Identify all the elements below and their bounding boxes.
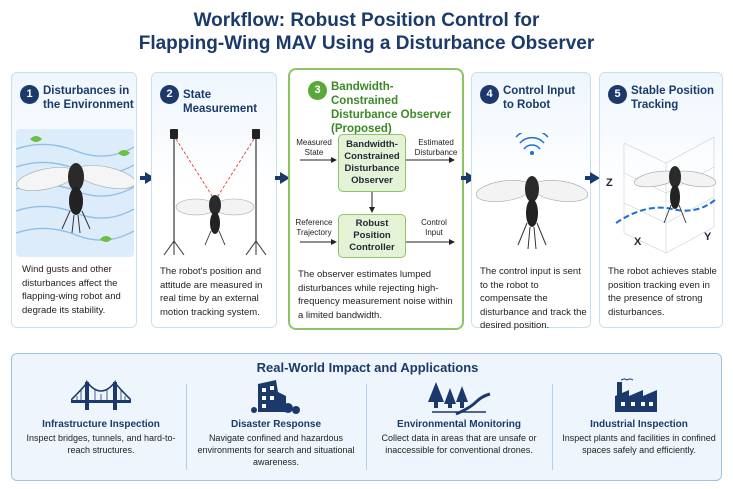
flow-arrow-2 xyxy=(275,172,290,184)
rubble-icon xyxy=(251,380,300,414)
forest-river-icon xyxy=(428,382,491,416)
step-5-panel: 5 Stable Position Tracking Z X Y The rob… xyxy=(599,72,723,328)
step-5-heading: Stable Position Tracking xyxy=(631,85,715,111)
step-2-description: The robot's position and attitude are me… xyxy=(160,266,263,318)
step-1-panel: 1 Disturbances in the Environment Wind g… xyxy=(11,72,137,328)
step-5-number: 5 xyxy=(608,85,627,104)
factory-icon xyxy=(615,378,657,412)
axis-label-y: Y xyxy=(704,231,712,243)
axis-label-z: Z xyxy=(606,177,613,189)
step-4-number: 4 xyxy=(480,85,499,104)
step-3-heading: Bandwidth-Constrained Disturbance Observ… xyxy=(331,81,452,135)
flow-arrow-4 xyxy=(585,172,600,184)
application-environmental-description: Collect data in areas that are unsafe or… xyxy=(381,433,537,455)
bridge-icon xyxy=(71,379,131,410)
application-industrial-heading: Industrial Inspection xyxy=(590,419,688,430)
flow-arrow-1 xyxy=(140,172,155,184)
application-disaster-description: Navigate confined and hazardous environm… xyxy=(197,433,355,467)
page-title-line-2: Flapping-Wing MAV Using a Disturbance Ob… xyxy=(138,33,595,54)
application-disaster-heading: Disaster Response xyxy=(230,419,322,430)
measured-state-label: Measured State xyxy=(296,138,332,157)
step-3-description: The observer estimates lumped disturbanc… xyxy=(298,269,453,321)
disturbance-observer-box: Bandwidth-Constrained Disturbance Observ… xyxy=(338,134,406,192)
divider xyxy=(186,384,187,470)
application-disaster: Disaster Response Navigate confined and … xyxy=(196,378,356,476)
applications-section: Real-World Impact and Applications Infra… xyxy=(11,353,722,481)
application-environmental-heading: Environmental Monitoring xyxy=(397,419,521,430)
step-3-panel: 3 Bandwidth-Constrained Disturbance Obse… xyxy=(288,68,464,330)
position-tracking-illustration xyxy=(615,136,717,254)
axis-label-x: X xyxy=(634,236,642,248)
divider xyxy=(366,384,367,470)
application-infrastructure-heading: Infrastructure Inspection xyxy=(42,419,160,430)
robot-control-illustration xyxy=(475,133,589,250)
control-input-label: Control Input xyxy=(421,218,447,237)
robust-controller-box: Robust Position Controller xyxy=(338,214,406,258)
application-environmental: Environmental Monitoring Collect data in… xyxy=(374,378,544,476)
observer-connector-lines xyxy=(300,157,455,245)
application-industrial-description: Inspect plants and facilities in confine… xyxy=(562,433,716,455)
step-5-description: The robot achieves stable position track… xyxy=(608,266,717,318)
wind-robot-illustration xyxy=(16,129,134,257)
step-1-description: Wind gusts and other disturbances affect… xyxy=(22,264,121,316)
step-3-number: 3 xyxy=(308,81,327,100)
page-title-line-1: Workflow: Robust Position Control for xyxy=(193,10,540,31)
step-1-number: 1 xyxy=(20,85,39,104)
step-4-panel: 4 Control Input to Robot The control inp… xyxy=(471,72,591,331)
application-infrastructure-description: Inspect bridges, tunnels, and hard-to-re… xyxy=(26,433,176,455)
step-4-description: The control input is sent to the robot t… xyxy=(480,266,587,331)
step-4-heading: Control Input to Robot xyxy=(503,85,576,111)
application-industrial: Industrial Inspection Inspect plants and… xyxy=(560,378,718,476)
estimated-disturbance-label: Estimated Disturbance xyxy=(414,138,458,157)
step-1-heading: Disturbances in the Environment xyxy=(43,85,134,111)
step-2-panel: 2 State Measurement The robot's position… xyxy=(151,72,277,328)
motion-capture-illustration xyxy=(163,129,267,256)
step-2-heading: State Measurement xyxy=(183,89,258,115)
step-2-number: 2 xyxy=(160,85,179,104)
application-infrastructure: Infrastructure Inspection Inspect bridge… xyxy=(26,378,176,476)
divider xyxy=(552,384,553,470)
applications-title: Real-World Impact and Applications xyxy=(256,360,479,375)
reference-trajectory-label: Reference Trajectory xyxy=(295,218,333,237)
